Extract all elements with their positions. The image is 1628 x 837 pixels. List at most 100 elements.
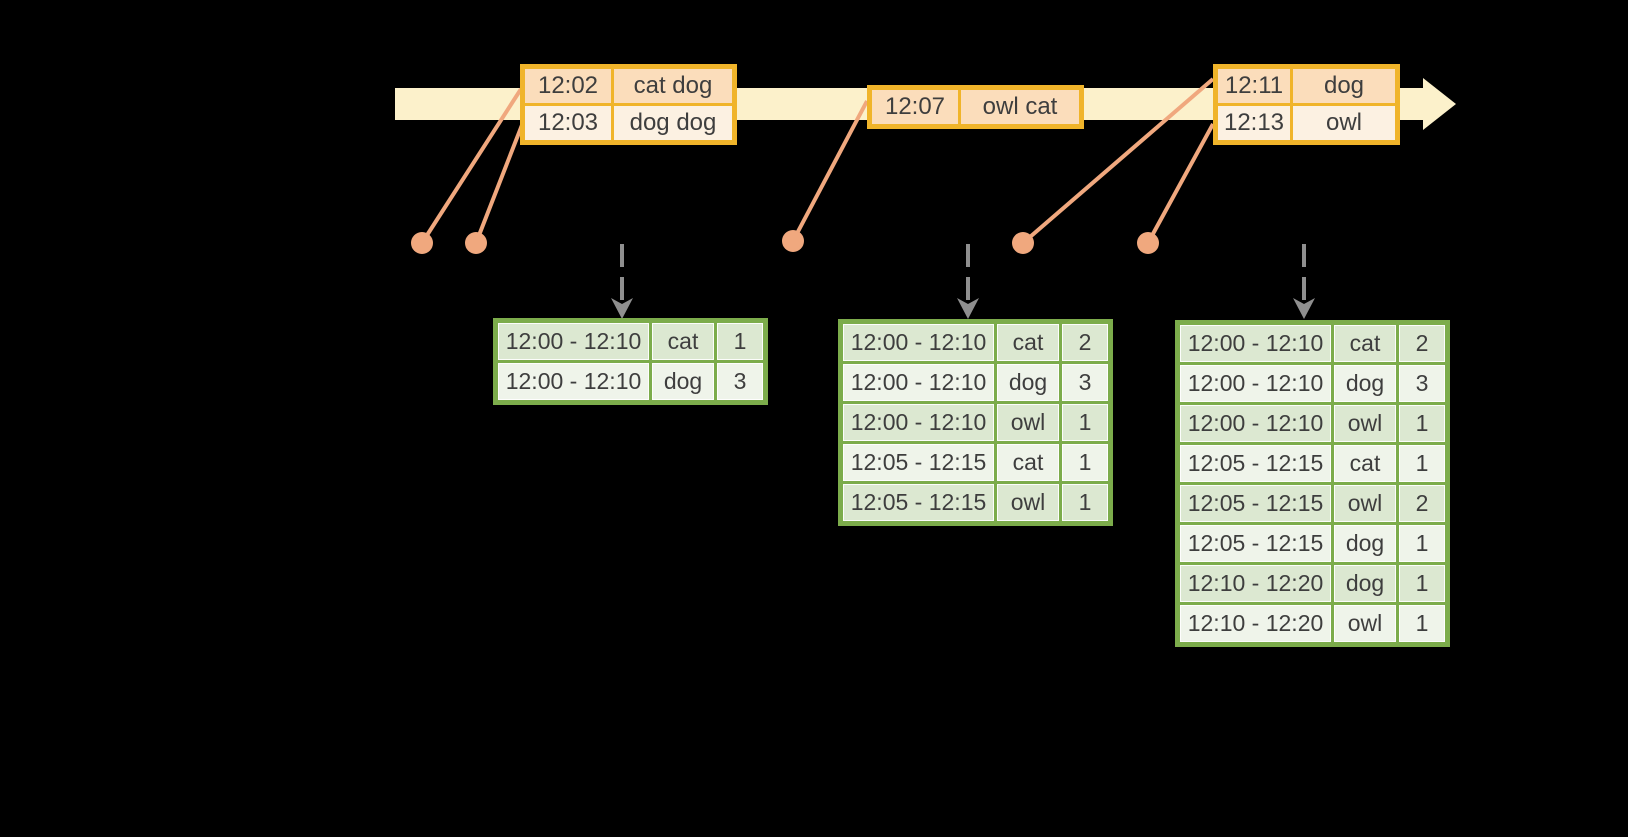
event-time-cell: 12:07: [872, 90, 958, 124]
event-row: 12:07 owl cat: [872, 90, 1079, 124]
table-row: 12:00 - 12:10 cat 2: [1180, 325, 1445, 362]
word-cell: dog: [652, 363, 714, 400]
event-box-1: 12:02 cat dog 12:03 dog dog: [520, 64, 737, 145]
event-dot-icon: [465, 232, 487, 254]
connector-lines: [420, 77, 1215, 245]
event-time-cell: 12:02: [525, 69, 611, 103]
count-cell: 1: [717, 323, 763, 360]
event-box-2: 12:07 owl cat: [867, 85, 1084, 129]
connector-line: [791, 100, 869, 242]
count-cell: 1: [1399, 605, 1445, 642]
table-row: 12:00 - 12:10 cat 2: [843, 324, 1108, 361]
word-cell: owl: [997, 404, 1059, 441]
count-cell: 3: [717, 363, 763, 400]
word-cell: dog: [997, 364, 1059, 401]
word-cell: owl: [1334, 405, 1396, 442]
window-cell: 12:00 - 12:10: [843, 324, 994, 361]
table-row: 12:05 - 12:15 owl 2: [1180, 485, 1445, 522]
result-table-3: 12:00 - 12:10 cat 2 12:00 - 12:10 dog 3 …: [1175, 320, 1450, 647]
table-row: 12:05 - 12:15 owl 1: [843, 484, 1108, 521]
arrow-down-icon: [611, 298, 633, 319]
count-cell: 2: [1399, 485, 1445, 522]
window-cell: 12:00 - 12:10: [1180, 405, 1331, 442]
table-row: 12:05 - 12:15 cat 1: [843, 444, 1108, 481]
count-cell: 3: [1062, 364, 1108, 401]
event-dot-icon: [1012, 232, 1034, 254]
window-cell: 12:00 - 12:10: [498, 363, 649, 400]
event-dots: [411, 230, 1159, 254]
count-cell: 2: [1062, 324, 1108, 361]
word-cell: dog: [1334, 525, 1396, 562]
table-row: 12:00 - 12:10 dog 3: [498, 363, 763, 400]
count-cell: 1: [1062, 484, 1108, 521]
word-cell: dog: [1334, 365, 1396, 402]
event-words-cell: cat dog: [614, 69, 732, 103]
event-dot-icon: [1137, 232, 1159, 254]
connector-line: [420, 87, 523, 245]
window-cell: 12:05 - 12:15: [843, 444, 994, 481]
table-row: 12:00 - 12:10 cat 1: [498, 323, 763, 360]
count-cell: 1: [1399, 405, 1445, 442]
event-row: 12:13 owl: [1218, 106, 1395, 140]
trigger-arrows: [611, 244, 1315, 319]
arrow-down-icon: [1293, 298, 1315, 319]
event-row: 12:03 dog dog: [525, 106, 732, 140]
trigger-arrow: [611, 244, 633, 319]
event-dot-icon: [782, 230, 804, 252]
event-words-cell: dog: [1293, 69, 1395, 103]
table-row: 12:00 - 12:10 owl 1: [1180, 405, 1445, 442]
window-cell: 12:10 - 12:20: [1180, 565, 1331, 602]
window-cell: 12:00 - 12:10: [1180, 325, 1331, 362]
window-cell: 12:00 - 12:10: [1180, 365, 1331, 402]
count-cell: 1: [1399, 525, 1445, 562]
window-cell: 12:05 - 12:15: [843, 484, 994, 521]
count-cell: 3: [1399, 365, 1445, 402]
word-cell: cat: [1334, 325, 1396, 362]
word-cell: cat: [652, 323, 714, 360]
window-cell: 12:05 - 12:15: [1180, 485, 1331, 522]
connector-line: [474, 124, 524, 244]
event-row: 12:11 dog: [1218, 69, 1395, 103]
event-words-cell: dog dog: [614, 106, 732, 140]
result-table-1: 12:00 - 12:10 cat 1 12:00 - 12:10 dog 3: [493, 318, 768, 405]
event-words-cell: owl cat: [961, 90, 1079, 124]
event-box-3: 12:11 dog 12:13 owl: [1213, 64, 1400, 145]
word-cell: dog: [1334, 565, 1396, 602]
word-cell: cat: [1334, 445, 1396, 482]
event-time-cell: 12:11: [1218, 69, 1290, 103]
window-cell: 12:05 - 12:15: [1180, 525, 1331, 562]
table-row: 12:05 - 12:15 cat 1: [1180, 445, 1445, 482]
window-cell: 12:00 - 12:10: [498, 323, 649, 360]
timeline-arrowhead-icon: [1423, 78, 1456, 130]
connector-line: [1021, 77, 1215, 245]
word-cell: cat: [997, 324, 1059, 361]
table-row: 12:00 - 12:10 dog 3: [843, 364, 1108, 401]
arrow-down-icon: [957, 298, 979, 319]
result-table-2: 12:00 - 12:10 cat 2 12:00 - 12:10 dog 3 …: [838, 319, 1113, 526]
word-cell: owl: [1334, 605, 1396, 642]
word-cell: owl: [997, 484, 1059, 521]
window-cell: 12:10 - 12:20: [1180, 605, 1331, 642]
count-cell: 2: [1399, 325, 1445, 362]
table-row: 12:10 - 12:20 owl 1: [1180, 605, 1445, 642]
table-row: 12:00 - 12:10 dog 3: [1180, 365, 1445, 402]
count-cell: 1: [1062, 404, 1108, 441]
event-time-cell: 12:03: [525, 106, 611, 140]
window-cell: 12:00 - 12:10: [843, 404, 994, 441]
connector-line: [1146, 123, 1215, 244]
trigger-arrow: [957, 244, 979, 319]
event-words-cell: owl: [1293, 106, 1395, 140]
table-row: 12:05 - 12:15 dog 1: [1180, 525, 1445, 562]
window-cell: 12:00 - 12:10: [843, 364, 994, 401]
table-row: 12:00 - 12:10 owl 1: [843, 404, 1108, 441]
count-cell: 1: [1399, 565, 1445, 602]
count-cell: 1: [1062, 444, 1108, 481]
event-time-cell: 12:13: [1218, 106, 1290, 140]
table-row: 12:10 - 12:20 dog 1: [1180, 565, 1445, 602]
trigger-arrow: [1293, 244, 1315, 319]
word-cell: cat: [997, 444, 1059, 481]
count-cell: 1: [1399, 445, 1445, 482]
event-dot-icon: [411, 232, 433, 254]
word-cell: owl: [1334, 485, 1396, 522]
